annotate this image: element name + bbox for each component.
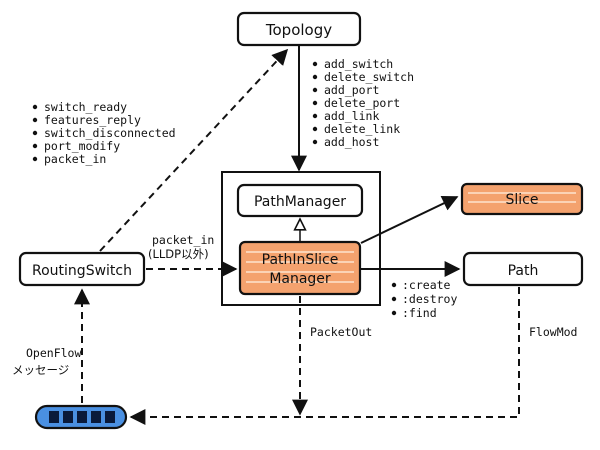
routing-switch-label: RoutingSwitch [32,263,132,279]
topology-event-item: delete_switch [324,70,414,84]
routing-switch-event-item: packet_in [44,152,106,166]
topology-event-item: delete_port [324,96,400,110]
topology-label: Topology [265,21,332,39]
network-switch-icon[interactable] [34,404,128,430]
routing-switch-box[interactable] [18,251,146,287]
topology-event-item: delete_link [324,122,400,136]
topology-box[interactable] [236,11,362,47]
routing-switch-event-item: features_reply [44,113,141,127]
path-in-slice-manager-label-1: PathInSlice [262,252,339,268]
path-methods-list: :create :destroy :find [391,278,457,320]
openflow-label: OpenFlow [26,346,81,360]
path-manager-label: PathManager [254,194,346,210]
path-method-item: :find [402,306,437,320]
slice-box[interactable]: Slice [460,182,584,216]
path-container-frame [221,171,381,306]
flow-mod-label: FlowMod [529,325,577,339]
slice-label: Slice [506,192,539,208]
routing-switch-events-list: switch_ready features_reply switch_disco… [32,100,176,166]
topology-event-item: add_host [324,135,379,149]
packet-in-label: packet_in [152,233,214,247]
openflow-message-label: メッセージ [12,363,69,377]
path-method-item: :destroy [402,292,457,306]
routing-switch-event-item: port_modify [44,139,120,153]
routing-switch-event-item: switch_disconnected [44,126,176,140]
path-label: Path [508,263,539,279]
packet-out-label: PacketOut [310,325,372,339]
routing-switch-to-topology-arrow [99,48,289,252]
path-method-item: :create [402,278,451,292]
path-in-slice-manager-box[interactable]: PathInSlice Manager [238,240,362,296]
routing-switch-event-item: switch_ready [44,100,127,114]
topology-event-item: add_link [324,109,379,123]
topology-event-item: add_switch [324,57,393,71]
path-manager-box[interactable] [236,183,364,218]
path-box[interactable] [462,251,584,287]
path-in-slice-manager-label-2: Manager [269,271,331,287]
manager-to-slice-arrow [360,196,459,244]
topology-event-item: add_port [324,83,379,97]
flow-mod-arrow [129,287,520,425]
packet-in-note: (LLDP以外) [148,247,209,261]
topology-events-list: add_switch delete_switch add_port delete… [312,57,414,149]
